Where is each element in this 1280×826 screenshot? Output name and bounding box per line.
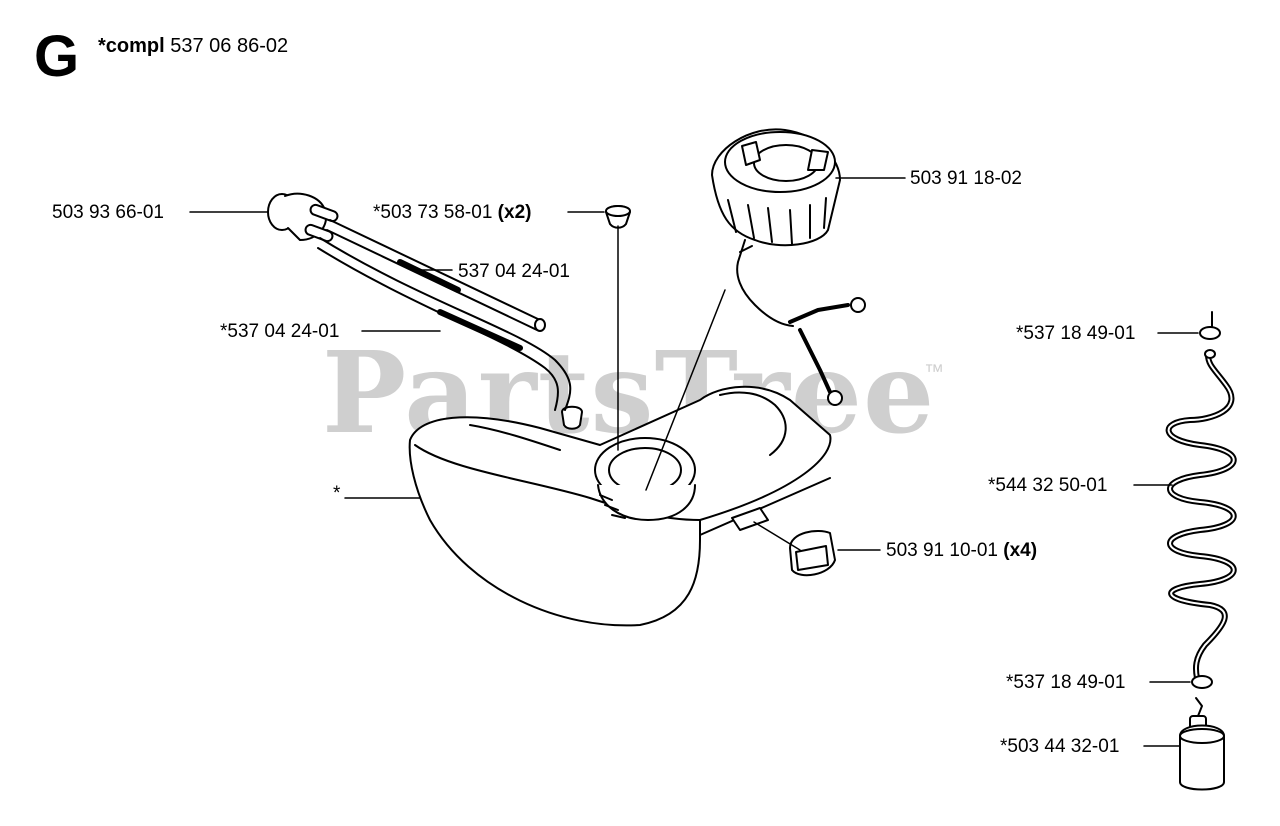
compl-part-number: 537 06 86-02 bbox=[170, 35, 289, 57]
assembly-part-number: *compl 537 06 86-02 bbox=[98, 36, 288, 56]
callout-rubber-mount-part: 503 91 10-01 bbox=[886, 540, 998, 561]
section-letter: G bbox=[34, 24, 80, 89]
fuel-tank bbox=[408, 385, 832, 627]
callout-fuel-tank[interactable]: * bbox=[333, 483, 341, 504]
callout-fuel-filter[interactable]: *503 44 32-01 bbox=[1000, 736, 1120, 757]
tank-mount-tab bbox=[731, 507, 769, 531]
trademark-symbol: ™ bbox=[924, 361, 944, 383]
callout-ring-top[interactable]: *537 18 49-01 bbox=[1016, 323, 1136, 344]
callout-grommet-qty: (x2) bbox=[497, 202, 532, 223]
callout-fuel-cap[interactable]: 503 91 18-02 bbox=[910, 168, 1022, 189]
primer-bulb-part bbox=[267, 192, 339, 243]
callout-grommet-part: *503 73 58-01 bbox=[373, 202, 493, 223]
fuel-filter-part bbox=[1179, 697, 1225, 791]
grommet-part bbox=[605, 205, 631, 229]
leader-lines bbox=[189, 177, 1199, 747]
fuel-cap-part bbox=[711, 128, 866, 406]
callout-primer-bulb[interactable]: 503 93 66-01 bbox=[52, 202, 164, 223]
compl-label: *compl bbox=[98, 35, 165, 57]
callout-fuel-hose-bottom[interactable]: *537 04 24-01 bbox=[220, 321, 340, 342]
coil-hose-part bbox=[1165, 311, 1237, 689]
fuel-hoses bbox=[317, 219, 572, 411]
rubber-mount-part bbox=[789, 529, 836, 577]
callout-ring-bottom[interactable]: *537 18 49-01 bbox=[1006, 672, 1126, 693]
callout-coil-hose[interactable]: *544 32 50-01 bbox=[988, 475, 1108, 496]
callout-fuel-hose-top[interactable]: 537 04 24-01 bbox=[458, 261, 570, 282]
callout-rubber-mount-qty: (x4) bbox=[1003, 540, 1038, 561]
callout-rubber-mount[interactable]: 503 91 10-01 (x4) bbox=[886, 541, 1037, 560]
callout-grommet[interactable]: *503 73 58-01 (x2) bbox=[373, 203, 531, 222]
